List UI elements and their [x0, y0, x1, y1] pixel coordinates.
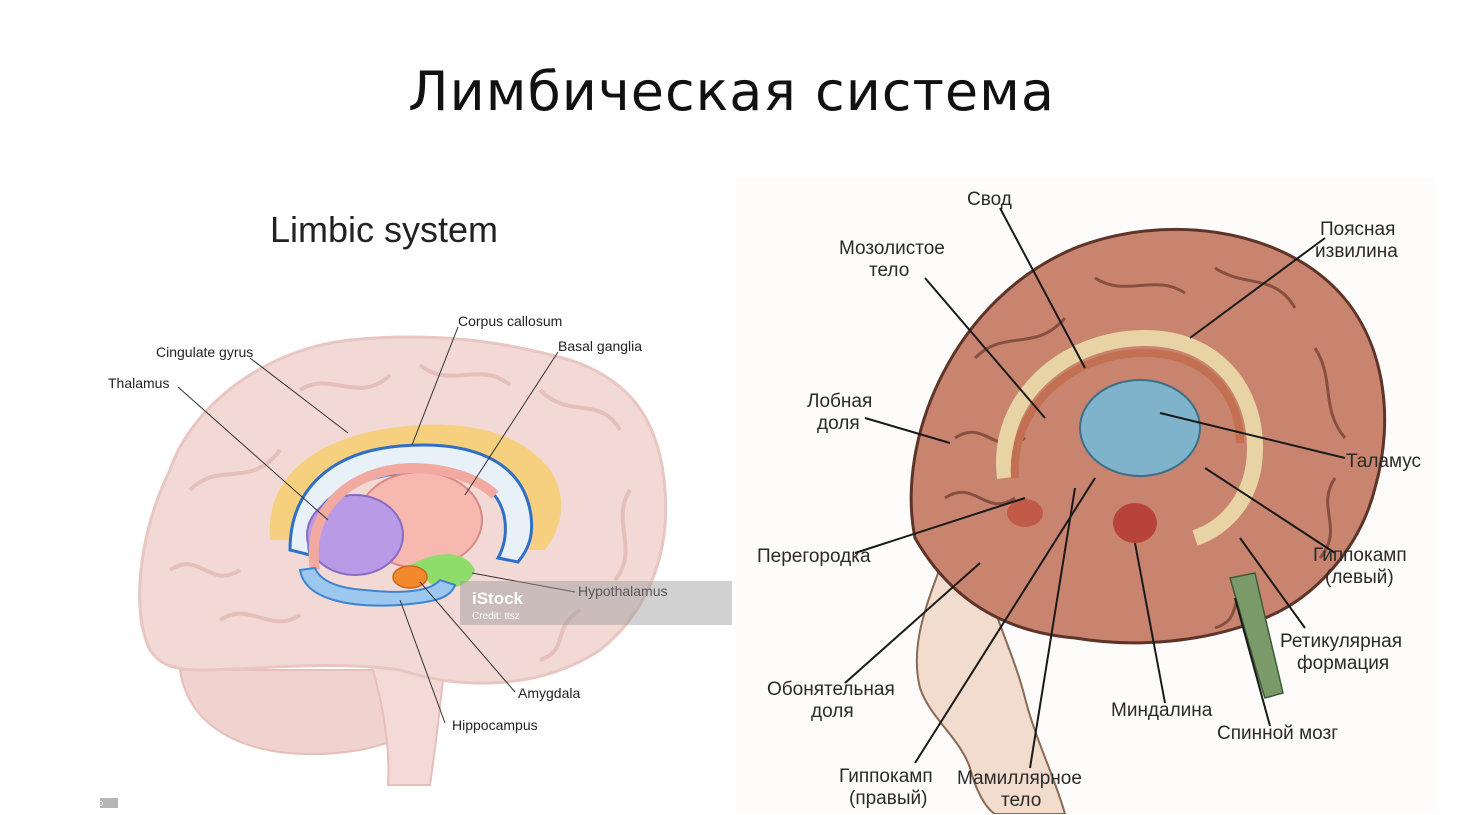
label-obonyatelnaya-2: доля	[811, 701, 854, 722]
limbic-arc	[996, 329, 1264, 546]
label-hypothalamus: Hypothalamus	[578, 583, 668, 599]
brain-anatomy-illustration: Свод Мозолистое тело Поясная извилина Ло…	[735, 178, 1435, 814]
label-hippocampus: Hippocampus	[452, 717, 538, 733]
watermark-credit: Credit: ttsz	[472, 611, 520, 622]
figure-title: Limbic system	[270, 209, 498, 250]
watermark-brand: iStock	[472, 589, 524, 608]
label-mamillyarnoe-2: тело	[1001, 790, 1041, 811]
leader-lines	[177, 326, 576, 724]
fornix-band	[1010, 348, 1244, 479]
label-poyasnaya-2: извилина	[1315, 241, 1398, 262]
watermark-banner	[460, 581, 732, 625]
label-mamillyarnoe-1: Мамиллярное	[957, 768, 1082, 789]
label-basal-ganglia: Basal ganglia	[558, 338, 642, 354]
septum-shape-ru	[1007, 499, 1043, 527]
stock-id-badge	[100, 798, 118, 808]
stock-id: 1482221070	[100, 801, 103, 808]
label-amygdala: Amygdala	[518, 685, 580, 701]
label-lobnaya-2: доля	[817, 413, 860, 434]
label-cingulate-gyrus: Cingulate gyrus	[156, 344, 253, 360]
label-spinnoy-mozg: Спинной мозг	[1217, 723, 1338, 744]
thalamus-shape-ru	[1079, 379, 1201, 477]
limbic-illustration: Limbic system	[100, 209, 732, 808]
label-obonyatelnaya-1: Обонятельная	[767, 679, 895, 700]
label-poyasnaya-1: Поясная	[1320, 219, 1395, 240]
face-profile	[915, 566, 1067, 814]
label-lobnaya-1: Лобная	[807, 391, 872, 412]
label-talamus: Таламус	[1346, 451, 1421, 472]
label-mozolistoe-2: тело	[869, 260, 909, 281]
slide-title: Лимбическая система	[408, 60, 1055, 123]
left-figure: Limbic system	[100, 190, 740, 810]
label-mozolistoe-1: Мозолистое	[839, 238, 945, 259]
label-gippokamp-right-1: Гиппокамп	[839, 766, 933, 787]
label-thalamus: Thalamus	[108, 375, 169, 391]
label-gippokamp-left-2: (левый)	[1325, 567, 1394, 588]
label-retikulyarnaya-2: формация	[1297, 653, 1389, 674]
amygdala-shape-ru	[1113, 503, 1157, 543]
hippocampus-shape	[298, 566, 457, 607]
label-gippokamp-left-1: Гиппокамп	[1313, 545, 1407, 566]
label-mindalina: Миндалина	[1111, 700, 1213, 721]
leader-lines-ru	[844, 207, 1346, 769]
gyri	[168, 363, 632, 662]
thalamus-shape	[306, 494, 404, 576]
amygdala-shape	[392, 565, 428, 589]
right-figure: Свод Мозолистое тело Поясная извилина Ло…	[735, 178, 1435, 814]
label-gippokamp-right-2: (правый)	[849, 788, 927, 809]
label-retikulyarnaya-1: Ретикулярная	[1280, 631, 1402, 652]
label-corpus-callosum: Corpus callosum	[458, 313, 562, 329]
label-peregorodka: Перегородка	[757, 546, 871, 567]
label-svod: Свод	[967, 189, 1012, 210]
brainstem	[368, 659, 447, 786]
fornix-shape	[308, 462, 499, 571]
spinal-cord	[1229, 572, 1284, 699]
